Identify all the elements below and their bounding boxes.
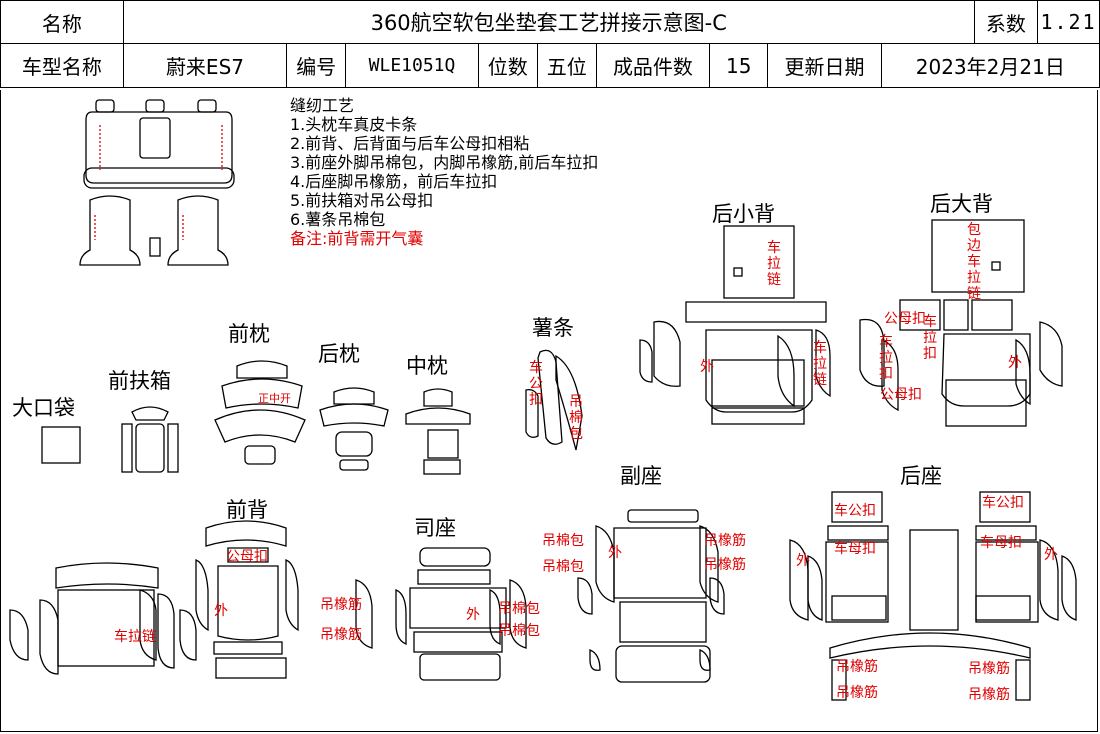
model-label: 车型名称 bbox=[0, 43, 124, 88]
overview-rear-seat-shape bbox=[83, 99, 235, 189]
rear-seat-male-button-note-left: 车公扣 bbox=[834, 503, 876, 519]
front-back-male-female-note: 公母扣 bbox=[226, 549, 268, 565]
big-back-male-female-note-bottom: 公母扣 bbox=[880, 387, 922, 403]
diagram-frame bbox=[0, 90, 1098, 732]
small-back-zipper-note: 车拉链 bbox=[767, 240, 781, 288]
driver-hang-cotton-note-2: 吊棉包 bbox=[498, 623, 540, 639]
front-back-label: 前背 bbox=[226, 498, 268, 522]
passenger-seat-label: 副座 bbox=[620, 464, 662, 488]
front-back-zipper-note: 车拉链 bbox=[114, 629, 156, 645]
rear-pillow-label: 后枕 bbox=[318, 342, 360, 366]
rear-seat-shape bbox=[789, 491, 1077, 701]
small-back-side-zipper-note: 车拉链 bbox=[813, 340, 827, 388]
front-armrest-shape bbox=[121, 406, 179, 473]
notes-title: 缝纫工艺 bbox=[290, 96, 355, 115]
big-pocket-shape bbox=[41, 426, 81, 464]
note-item: 3.前座外脚吊棉包，内脚吊橡筋,前后车拉扣 bbox=[290, 153, 599, 172]
rear-seat-male-button-note-right: 车公扣 bbox=[982, 495, 1024, 511]
driver-seat-shape bbox=[355, 547, 527, 681]
count-value: 15 bbox=[709, 43, 769, 88]
overview-front-seats-shape bbox=[79, 195, 229, 266]
big-back-left-zipper-note: 车拉扣 bbox=[879, 334, 893, 382]
driver-hang-cotton-note-1: 吊棉包 bbox=[498, 601, 540, 617]
passenger-hang-rubber-note-2: 吊橡筋 bbox=[704, 557, 746, 573]
rear-small-back-label: 后小背 bbox=[712, 202, 775, 226]
big-back-outer-note: 外 bbox=[1008, 355, 1022, 371]
position-label: 位数 bbox=[477, 43, 538, 88]
header-table: 名称 360航空软包坐垫套工艺拼接示意图-C 系数 1.21 车型名称 蔚来ES… bbox=[0, 0, 1100, 88]
passenger-hang-cotton-note-1: 吊棉包 bbox=[542, 533, 584, 549]
position-value: 五位 bbox=[536, 43, 597, 88]
front-armrest-label: 前扶箱 bbox=[108, 369, 171, 393]
rear-seat-hang-rubber-note-3: 吊橡筋 bbox=[968, 661, 1010, 677]
front-back-outer-note: 外 bbox=[214, 603, 228, 619]
big-back-mid-zipper-note: 车拉扣 bbox=[923, 314, 937, 362]
small-back-outer-note: 外 bbox=[700, 359, 714, 375]
fries-label: 薯条 bbox=[532, 316, 574, 340]
passenger-hang-rubber-note-1: 吊橡筋 bbox=[704, 533, 746, 549]
diagram-title: 360航空软包坐垫套工艺拼接示意图-C bbox=[122, 0, 975, 44]
front-pillow-label: 前枕 bbox=[228, 322, 270, 346]
driver-hang-rubber-note-2: 吊橡筋 bbox=[320, 627, 362, 643]
note-item: 5.前扶箱对吊公母扣 bbox=[290, 191, 434, 210]
fries-male-button-note: 车公扣 bbox=[529, 360, 543, 408]
date-label: 更新日期 bbox=[767, 43, 882, 88]
rear-pillow-shape bbox=[319, 387, 389, 471]
rear-big-back-shape bbox=[859, 219, 1063, 427]
date-value: 2023年2月21日 bbox=[880, 43, 1100, 88]
rear-seat-outer-note-left: 外 bbox=[796, 553, 810, 569]
mid-pillow-shape bbox=[405, 388, 471, 475]
rear-seat-label: 后座 bbox=[900, 464, 942, 488]
fries-shape bbox=[525, 349, 583, 451]
rear-seat-hang-rubber-note-2: 吊橡筋 bbox=[836, 685, 878, 701]
zip-open-note: 正中开 bbox=[258, 392, 291, 405]
note-item: 1.头枕车真皮卡条 bbox=[290, 115, 418, 134]
count-label: 成品件数 bbox=[595, 43, 711, 88]
big-back-edge-zipper-note: 包边车拉链 bbox=[967, 222, 981, 302]
note-item: 2.前背、后背面与后车公母扣相粘 bbox=[290, 134, 530, 153]
mid-pillow-label: 中枕 bbox=[406, 354, 448, 378]
driver-seat-label: 司座 bbox=[414, 516, 456, 540]
big-back-male-female-note-top: 公母扣 bbox=[884, 311, 926, 327]
code-label: 编号 bbox=[286, 43, 347, 88]
rear-seat-hang-rubber-note-4: 吊橡筋 bbox=[968, 687, 1010, 703]
front-pillow-shape bbox=[214, 360, 306, 465]
driver-outer-note: 外 bbox=[466, 607, 480, 623]
rear-seat-female-button-note-left: 车母扣 bbox=[834, 541, 876, 557]
rear-seat-female-button-note-right: 车母扣 bbox=[980, 535, 1022, 551]
passenger-hang-cotton-note-2: 吊棉包 bbox=[542, 559, 584, 575]
rear-big-back-label: 后大背 bbox=[930, 192, 993, 216]
rear-seat-outer-note-right: 外 bbox=[1044, 547, 1058, 563]
coef-label: 系数 bbox=[973, 0, 1039, 44]
notes-remark: 备注:前背需开气囊 bbox=[290, 229, 424, 248]
passenger-outer-note: 外 bbox=[608, 545, 622, 561]
rear-small-back-shape bbox=[639, 225, 831, 425]
fries-hang-cotton-note: 吊棉包 bbox=[569, 394, 583, 442]
rear-seat-hang-rubber-note-1: 吊橡筋 bbox=[836, 659, 878, 675]
big-pocket-label: 大口袋 bbox=[12, 396, 75, 420]
front-back-shape bbox=[9, 520, 299, 679]
model-value: 蔚来ES7 bbox=[122, 43, 288, 88]
note-item: 6.薯条吊棉包 bbox=[290, 210, 386, 229]
driver-hang-rubber-note-1: 吊橡筋 bbox=[320, 597, 362, 613]
passenger-seat-shape bbox=[577, 509, 725, 683]
note-item: 4.后座脚吊橡筋，前后车拉扣 bbox=[290, 172, 498, 191]
code-value: WLE1051Q bbox=[345, 43, 479, 88]
sewing-notes: 缝纫工艺 1.头枕车真皮卡条 2.前背、后背面与后车公母扣相粘 3.前座外脚吊棉… bbox=[290, 96, 598, 248]
name-label: 名称 bbox=[0, 0, 124, 44]
